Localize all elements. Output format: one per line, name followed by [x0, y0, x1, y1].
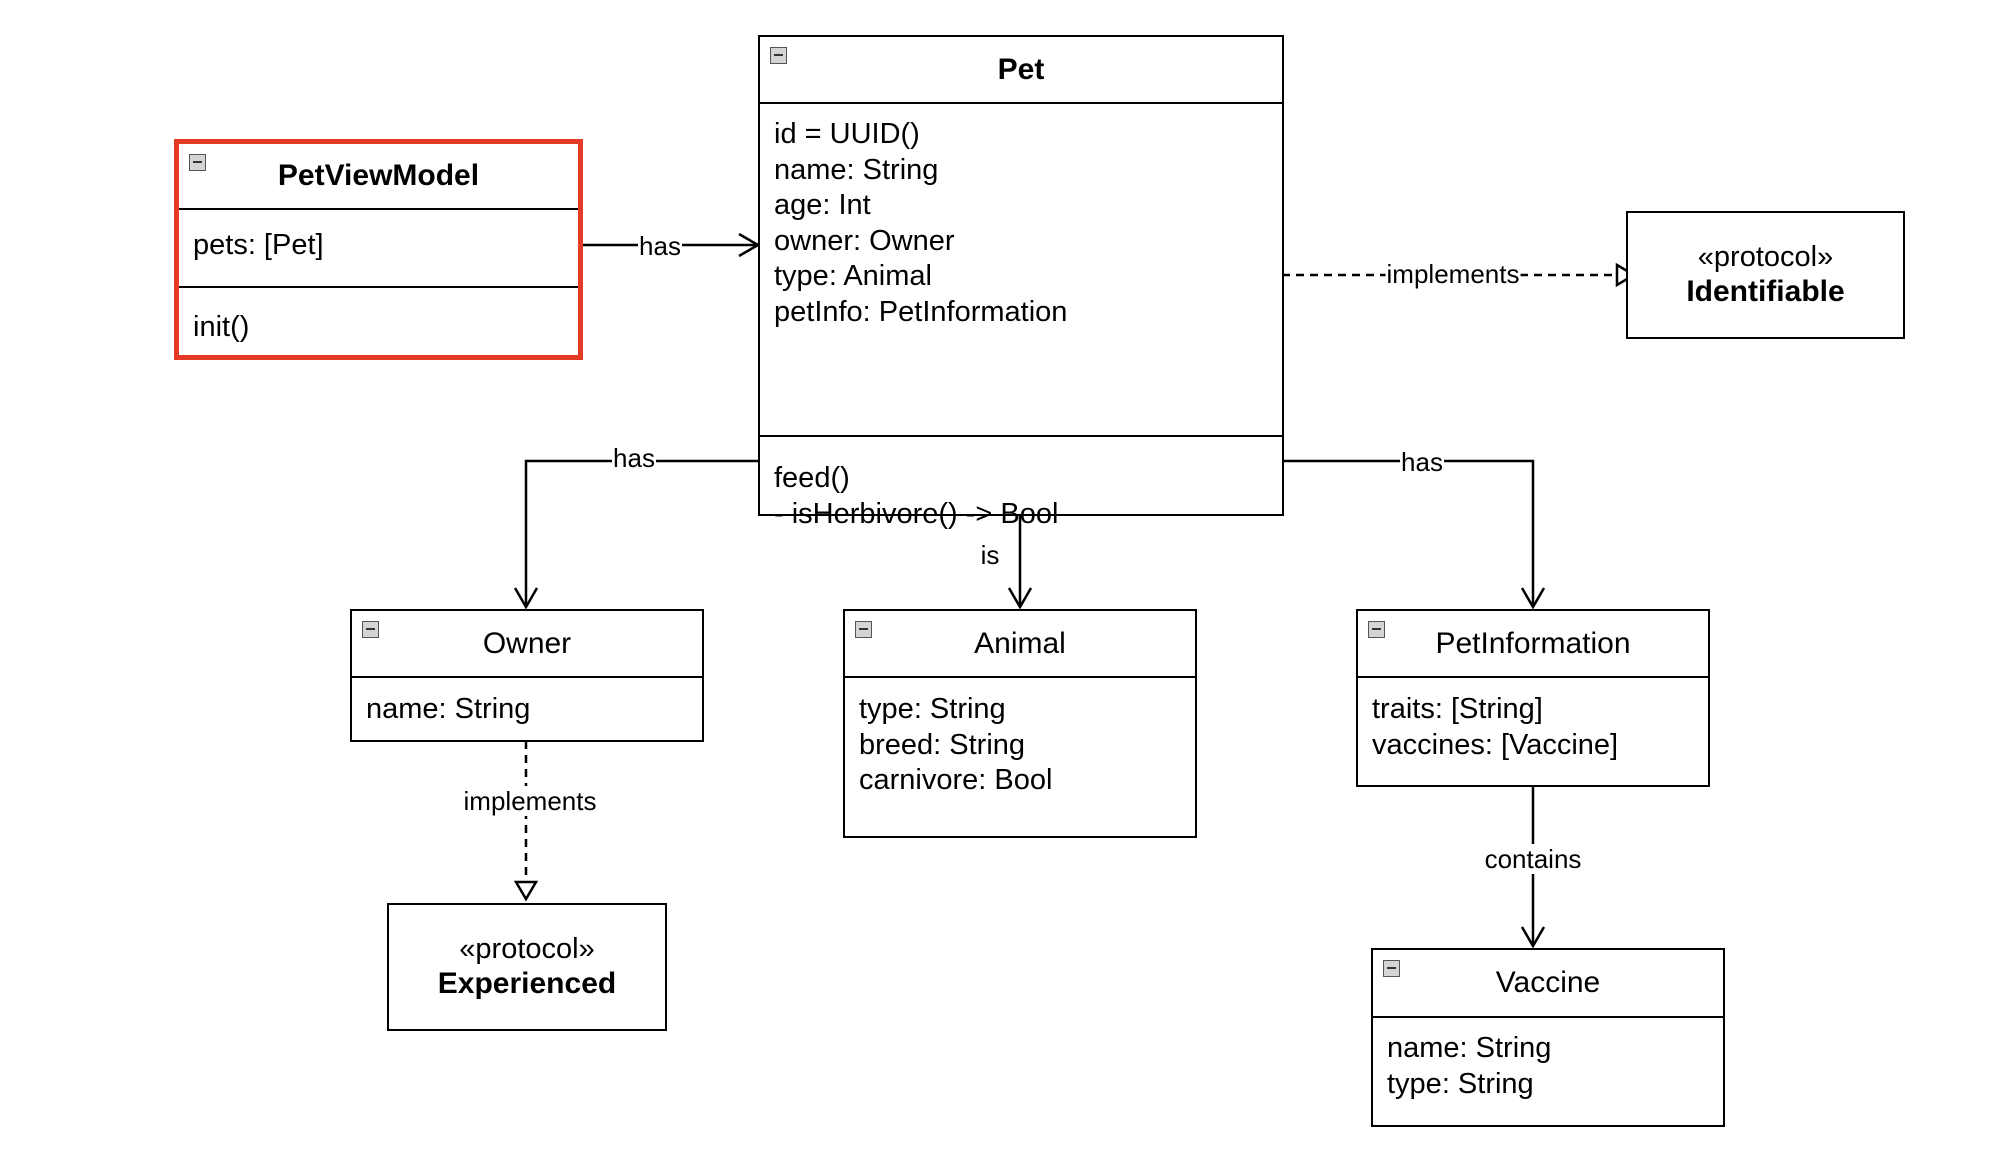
- attribute: carnivore: Bool: [859, 764, 1053, 796]
- class-animal[interactable]: Animal type: String breed: String carniv…: [843, 609, 1197, 838]
- method: - isHerbivore() -> Bool: [774, 497, 1059, 530]
- class-vaccine[interactable]: Vaccine name: String type: String: [1371, 948, 1725, 1127]
- edge-pet-implements-identifiable[interactable]: [1282, 262, 1637, 288]
- attribute: type: Animal: [774, 260, 932, 292]
- edge-label-pet-owner: has: [612, 443, 656, 473]
- edge-label-petinformation-vaccine: contains: [1483, 844, 1583, 874]
- class-petinformation[interactable]: PetInformation traits: [String] vaccines…: [1356, 609, 1710, 787]
- class-pet[interactable]: Pet id = UUID() name: String age: Int ow…: [758, 35, 1284, 530]
- edge-owner-implements-experienced[interactable]: [513, 741, 539, 902]
- attributes-section: pets: [Pet]: [179, 208, 578, 286]
- class-name: PetViewModel: [277, 159, 480, 192]
- method: feed(): [774, 462, 850, 494]
- attributes-section: name: String type: String: [1373, 1016, 1723, 1125]
- attribute: name: String: [1387, 1032, 1552, 1064]
- attribute: pets: [Pet]: [193, 229, 324, 261]
- attribute: name: String: [366, 693, 531, 725]
- attribute: id = UUID(): [774, 118, 920, 150]
- stereotype-label: «protocol»: [459, 933, 595, 965]
- attribute: owner: Owner: [774, 224, 955, 257]
- attribute: traits: [String]: [1372, 693, 1543, 725]
- edge-label-pet-animal: is: [979, 540, 1001, 570]
- class-header: PetViewModel: [179, 144, 578, 210]
- class-owner[interactable]: Owner name: String: [350, 609, 704, 742]
- class-name: PetInformation: [1435, 626, 1631, 660]
- protocol-name: Identifiable: [1686, 275, 1845, 308]
- methods-section: init(): [179, 286, 578, 355]
- minus-square-icon[interactable]: [362, 621, 379, 638]
- stereotype-label: «protocol»: [1697, 241, 1834, 273]
- attributes-section: name: String: [352, 676, 702, 740]
- attribute: petInfo: PetInformation: [774, 295, 1068, 328]
- attributes-section: id = UUID() name: String age: Int owner:…: [760, 102, 1282, 435]
- edge-pet-has-petinformation[interactable]: [1282, 459, 1546, 610]
- class-header: Vaccine: [1373, 950, 1723, 1018]
- minus-square-icon[interactable]: [1383, 960, 1400, 977]
- edge-label-viewmodel-pet: has: [638, 231, 682, 261]
- class-petviewmodel[interactable]: PetViewModel pets: [Pet] init(): [174, 139, 583, 360]
- attribute: age: Int: [774, 189, 871, 221]
- minus-square-icon[interactable]: [770, 47, 787, 64]
- edge-pet-is-animal[interactable]: [1007, 514, 1033, 610]
- attribute: vaccines: [Vaccine]: [1372, 728, 1619, 761]
- method: init(): [193, 311, 250, 343]
- class-name: Animal: [974, 626, 1066, 660]
- methods-section: feed() - isHerbivore() -> Bool: [760, 435, 1282, 530]
- minus-square-icon[interactable]: [1368, 621, 1385, 638]
- protocol-experienced[interactable]: «protocol» Experienced: [387, 903, 667, 1031]
- attribute: type: String: [1387, 1067, 1534, 1100]
- class-header: Animal: [845, 611, 1195, 678]
- class-name: Pet: [997, 52, 1045, 86]
- class-header: Owner: [352, 611, 702, 678]
- minus-square-icon[interactable]: [189, 154, 206, 171]
- minus-square-icon[interactable]: [855, 621, 872, 638]
- edge-label-owner-experienced: implements: [462, 786, 598, 816]
- attributes-section: type: String breed: String carnivore: Bo…: [845, 676, 1195, 836]
- class-name: Vaccine: [1495, 966, 1601, 999]
- attribute: type: String: [859, 693, 1006, 725]
- edge-label-pet-identifiable: implements: [1385, 259, 1521, 289]
- edge-label-pet-petinformation: has: [1400, 447, 1444, 477]
- edge-pet-has-owner[interactable]: [513, 459, 758, 610]
- class-header: Pet: [760, 37, 1282, 104]
- class-header: PetInformation: [1358, 611, 1708, 678]
- protocol-name: Experienced: [437, 967, 617, 1000]
- class-name: Owner: [482, 626, 572, 660]
- attribute: name: String: [774, 153, 939, 186]
- protocol-identifiable[interactable]: «protocol» Identifiable: [1626, 211, 1905, 339]
- attributes-section: traits: [String] vaccines: [Vaccine]: [1358, 676, 1708, 785]
- attribute: breed: String: [859, 728, 1026, 761]
